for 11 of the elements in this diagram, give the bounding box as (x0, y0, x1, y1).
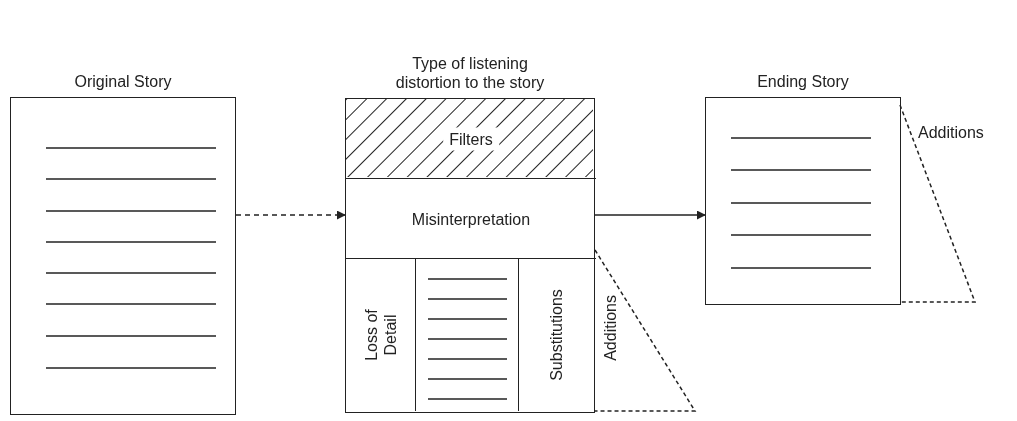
arrow (235, 210, 346, 220)
triangle-label: Additions (918, 123, 984, 142)
column-label: Loss of Detail (361, 308, 400, 363)
band-label: Filters (443, 127, 499, 150)
column-label: Substitutions (546, 288, 566, 383)
arrow (594, 210, 706, 220)
story-heading: Type of listening distortion to the story (395, 54, 545, 92)
story-heading: Ending Story (756, 72, 850, 91)
hatched-band (346, 99, 596, 179)
triangle-label: Additions (601, 295, 620, 361)
story-heading: Original Story (73, 72, 173, 91)
